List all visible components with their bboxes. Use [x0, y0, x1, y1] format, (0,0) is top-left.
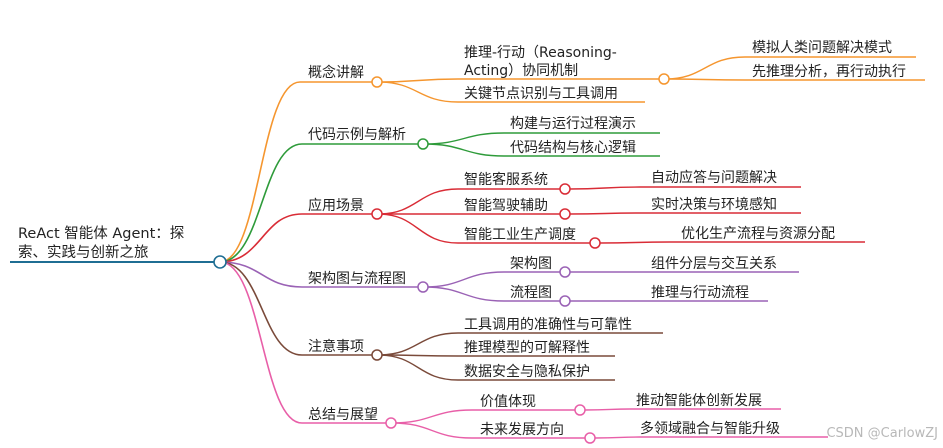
edge-diagrams-arch	[423, 271, 560, 288]
industry-collapse-toggle[interactable]	[589, 237, 601, 249]
edge-summary-future	[391, 422, 585, 439]
node-value[interactable]: 价值体现	[480, 394, 536, 410]
apps-collapse-toggle[interactable]	[371, 208, 383, 220]
node-customer-service[interactable]: 智能客服系统	[464, 171, 548, 188]
branch-diagrams	[219, 261, 799, 302]
node-apps[interactable]: 应用场景	[308, 197, 364, 214]
node-structure[interactable]: 代码结构与核心逻辑	[510, 140, 636, 156]
edge-summary-value	[391, 409, 575, 424]
branch-code	[219, 132, 660, 263]
root-label-line1: ReAct 智能体 Agent：探	[18, 225, 184, 242]
flow-collapse-toggle[interactable]	[559, 295, 571, 307]
edge-concept-mechanism	[377, 78, 660, 83]
node-build-run[interactable]: 构建与运行过程演示	[510, 116, 636, 132]
leaf-reason-then-act[interactable]: 先推理分析，再行动执行	[752, 64, 906, 80]
edge-root-diagrams	[219, 261, 418, 288]
node-diagrams[interactable]: 架构图与流程图	[308, 271, 406, 287]
edge-root-apps	[219, 213, 372, 263]
edge-root-code	[219, 143, 418, 263]
arch-collapse-toggle[interactable]	[559, 266, 571, 278]
drive-collapse-toggle[interactable]	[559, 208, 571, 220]
edge-notes-tool	[377, 332, 663, 356]
node-keynode[interactable]: 关键节点识别与工具调用	[464, 86, 618, 102]
edge-mechanism-reason	[664, 78, 925, 81]
node-driving[interactable]: 智能驾驶辅助	[464, 198, 548, 214]
leaf-reason-act-flow[interactable]: 推理与行动流程	[651, 285, 749, 301]
node-mechanism-line1[interactable]: 推理-行动（Reasoning-	[464, 45, 617, 61]
edge-future-leaf	[594, 436, 828, 439]
leaf-multidomain[interactable]: 多领域融合与智能升级	[640, 420, 780, 437]
summary-collapse-toggle[interactable]	[385, 417, 397, 429]
node-data-security[interactable]: 数据安全与隐私保护	[464, 363, 590, 380]
edge-root-concept	[219, 81, 372, 263]
edge-concept-keynode	[377, 81, 645, 103]
node-code[interactable]: 代码示例与解析	[308, 127, 406, 143]
diagrams-collapse-toggle[interactable]	[417, 281, 429, 293]
root-label-line2: 索、实践与创新之旅	[18, 244, 149, 261]
branch-concept	[219, 56, 925, 263]
leaf-components[interactable]: 组件分层与交互关系	[651, 255, 777, 272]
edge-value-leaf	[584, 408, 781, 411]
leaf-realtime-decision[interactable]: 实时决策与环境感知	[651, 196, 777, 213]
future-collapse-toggle[interactable]	[584, 432, 596, 444]
node-summary[interactable]: 总结与展望	[308, 407, 378, 423]
edge-cs-leaf	[569, 186, 801, 190]
edge-notes-security	[377, 354, 615, 381]
branch-apps	[219, 186, 865, 263]
leaf-simulate[interactable]: 模拟人类问题解决模式	[752, 40, 892, 56]
node-tool-accuracy[interactable]: 工具调用的准确性与可靠性	[464, 317, 632, 333]
branch-notes	[219, 261, 663, 381]
mechanism-collapse-toggle[interactable]	[658, 73, 670, 85]
edge-root-notes	[219, 261, 372, 356]
value-collapse-toggle[interactable]	[574, 404, 586, 416]
node-future[interactable]: 未来发展方向	[480, 422, 564, 438]
edge-apps-cs	[377, 188, 560, 215]
edge-drive-leaf	[569, 212, 801, 215]
node-mechanism-line2[interactable]: Acting）协同机制	[464, 63, 578, 79]
leaf-optimize[interactable]: 优化生产流程与资源分配	[681, 226, 835, 242]
root-collapse-toggle[interactable]	[213, 255, 227, 269]
root-node[interactable]: ReAct 智能体 Agent：探 索、实践与创新之旅	[10, 225, 214, 263]
leaf-promote-innovation[interactable]: 推动智能体创新发展	[636, 393, 762, 409]
edge-industry-leaf	[599, 241, 865, 244]
leaf-auto-answer[interactable]: 自动应答与问题解决	[651, 169, 777, 186]
node-architecture[interactable]: 架构图	[510, 256, 552, 272]
edge-code-structure	[423, 143, 660, 157]
edge-notes-explain	[377, 354, 615, 357]
node-industry[interactable]: 智能工业生产调度	[464, 227, 576, 243]
edge-root-summary	[219, 261, 386, 424]
cs-collapse-toggle[interactable]	[559, 183, 571, 195]
edge-mechanism-simulate	[664, 56, 916, 80]
watermark: CSDN @CarlowZJ	[826, 426, 938, 441]
edge-code-build	[423, 132, 660, 145]
node-flowchart[interactable]: 流程图	[510, 285, 552, 301]
notes-collapse-toggle[interactable]	[371, 349, 383, 361]
code-collapse-toggle[interactable]	[417, 138, 429, 150]
edge-diagrams-flow	[423, 286, 560, 302]
branch-summary	[219, 261, 828, 439]
concept-collapse-toggle[interactable]	[371, 76, 383, 88]
node-concept[interactable]: 概念讲解	[308, 64, 364, 81]
node-explainability[interactable]: 推理模型的可解释性	[464, 340, 590, 356]
edge-apps-industry	[377, 213, 590, 244]
node-notes[interactable]: 注意事项	[308, 338, 364, 355]
